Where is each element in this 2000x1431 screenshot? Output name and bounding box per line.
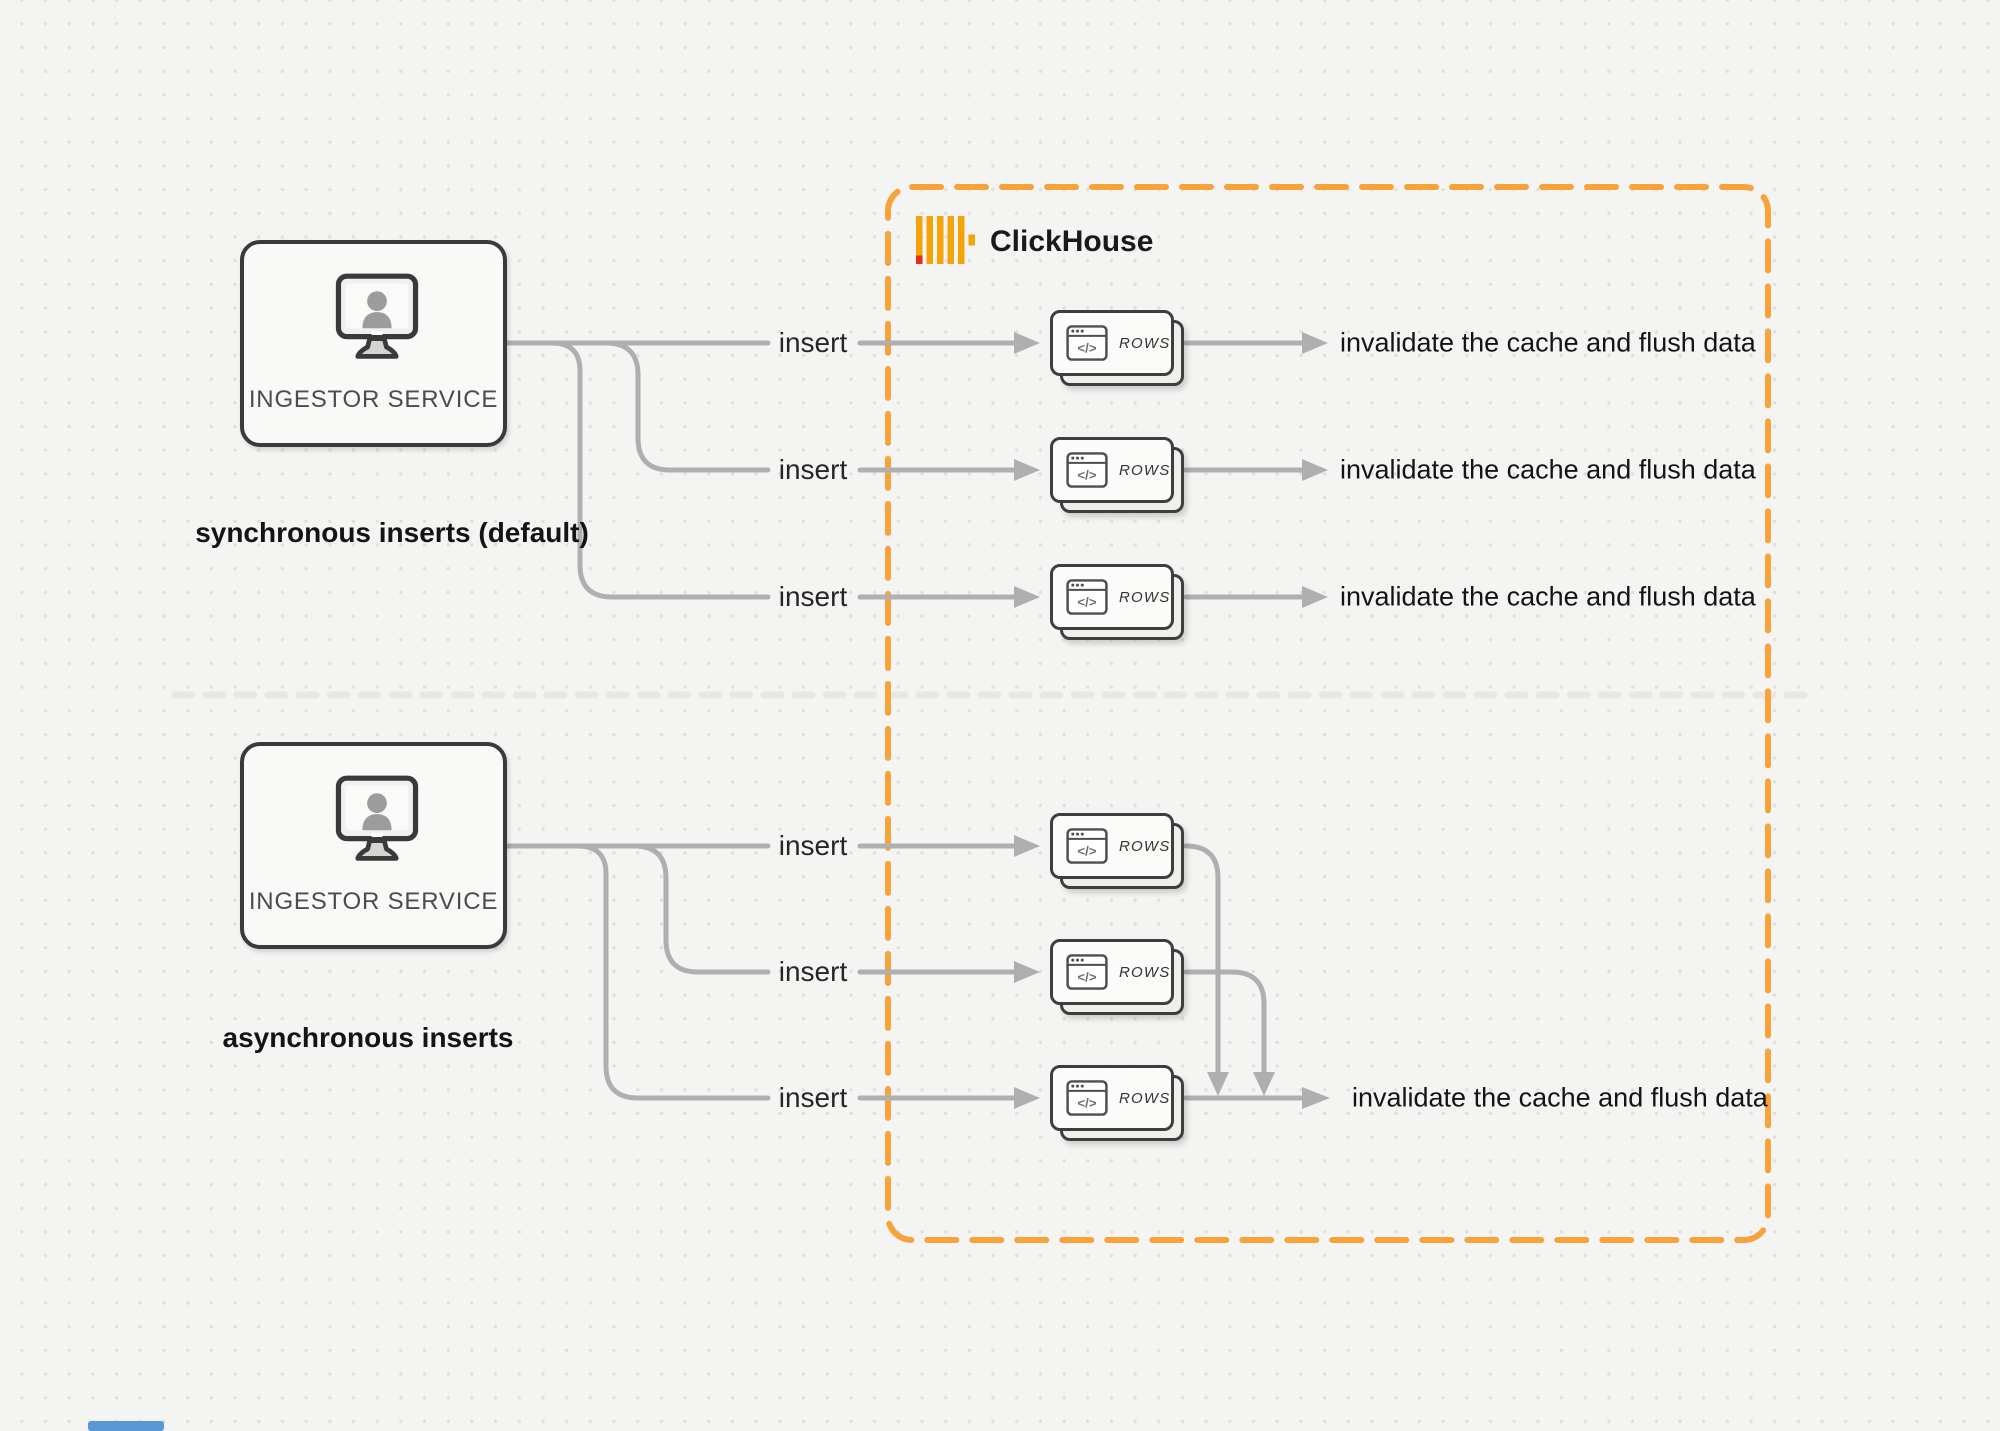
- async-wires: [504, 835, 1330, 1109]
- ingestor-service-box-sync: INGESTOR SERVICE: [240, 240, 507, 447]
- svg-text:</>: </>: [1077, 467, 1096, 482]
- result-label: invalidate the cache and flush data: [1352, 1082, 1768, 1113]
- rows-card-label: ROWS: [1119, 1089, 1171, 1107]
- rows-card: </> ROWS: [1050, 564, 1186, 642]
- code-window-icon: </>: [1066, 452, 1108, 488]
- rows-card: </> ROWS: [1050, 310, 1186, 388]
- sync-row3-branch: [549, 340, 771, 600]
- insert-label: insert: [778, 581, 848, 612]
- arrow-right-icon: [1302, 1087, 1330, 1109]
- svg-text:</>: </>: [1077, 969, 1096, 984]
- code-window-icon: </>: [1066, 325, 1108, 361]
- ingestor-service-label: INGESTOR SERVICE: [248, 386, 499, 413]
- svg-text:</>: </>: [1077, 843, 1096, 858]
- arrow-right-icon: [1014, 1087, 1040, 1109]
- bottom-edge-blue-sliver: [88, 1421, 164, 1431]
- insert-label: insert: [778, 1082, 848, 1113]
- ingestor-service-label: INGESTOR SERVICE: [248, 888, 499, 915]
- code-window-icon: </>: [1066, 954, 1108, 990]
- rows-card: </> ROWS: [1050, 939, 1186, 1017]
- rows-card-label: ROWS: [1119, 588, 1171, 606]
- result-label: invalidate the cache and flush data: [1340, 454, 1756, 485]
- rows-card: </> ROWS: [1050, 1065, 1186, 1143]
- rows-card-label: ROWS: [1119, 837, 1171, 855]
- arrow-right-icon: [1014, 961, 1040, 983]
- insert-label: insert: [778, 454, 848, 485]
- clickhouse-logo-icon: [916, 216, 975, 264]
- arrow-right-icon: [1014, 332, 1040, 354]
- arrow-right-icon: [1302, 459, 1328, 481]
- insert-label: insert: [778, 830, 848, 861]
- async-caption: asynchronous inserts: [222, 1022, 514, 1053]
- arrow-right-icon: [1014, 459, 1040, 481]
- rows-card-front: </> ROWS: [1050, 310, 1174, 376]
- rows-card-label: ROWS: [1119, 334, 1171, 352]
- arrow-right-icon: [1014, 586, 1040, 608]
- async-row3-branch: [575, 843, 771, 1101]
- insert-label: insert: [778, 327, 848, 358]
- rows-card: </> ROWS: [1050, 437, 1186, 515]
- ingestor-service-box-async: INGESTOR SERVICE: [240, 742, 507, 949]
- sync-wires: [504, 332, 1328, 608]
- result-label: invalidate the cache and flush data: [1340, 581, 1756, 612]
- svg-text:</>: </>: [1077, 340, 1096, 355]
- clickhouse-label: ClickHouse: [990, 225, 1154, 258]
- svg-text:</>: </>: [1077, 1095, 1096, 1110]
- arrow-right-icon: [1014, 835, 1040, 857]
- rows-card-front: </> ROWS: [1050, 564, 1174, 630]
- rows-card-front: </> ROWS: [1050, 813, 1174, 879]
- sync-row2-branch: [603, 340, 771, 473]
- code-window-icon: </>: [1066, 579, 1108, 615]
- sync-caption: synchronous inserts (default): [195, 517, 589, 548]
- clickhouse-boundary-dashed-box: [885, 184, 1771, 1243]
- svg-text:</>: </>: [1077, 594, 1096, 609]
- async-merge-drop-1: [1183, 843, 1221, 1075]
- rows-card-label: ROWS: [1119, 963, 1171, 981]
- code-window-icon: </>: [1066, 828, 1108, 864]
- arrow-down-icon: [1253, 1072, 1275, 1096]
- rows-card-front: </> ROWS: [1050, 1065, 1174, 1131]
- arrow-down-icon: [1207, 1072, 1229, 1096]
- arrow-right-icon: [1302, 332, 1328, 354]
- monitor-user-icon: [335, 775, 419, 861]
- rows-card: </> ROWS: [1050, 813, 1186, 891]
- code-window-icon: </>: [1066, 1080, 1108, 1116]
- rows-card-front: </> ROWS: [1050, 939, 1174, 1005]
- rows-card-front: </> ROWS: [1050, 437, 1174, 503]
- insert-label: insert: [778, 956, 848, 987]
- result-label: invalidate the cache and flush data: [1340, 327, 1756, 358]
- async-row2-branch: [631, 843, 771, 975]
- async-merge-drop-2: [1183, 969, 1267, 1075]
- rows-card-label: ROWS: [1119, 461, 1171, 479]
- arrow-right-icon: [1302, 586, 1328, 608]
- monitor-user-icon: [335, 273, 419, 359]
